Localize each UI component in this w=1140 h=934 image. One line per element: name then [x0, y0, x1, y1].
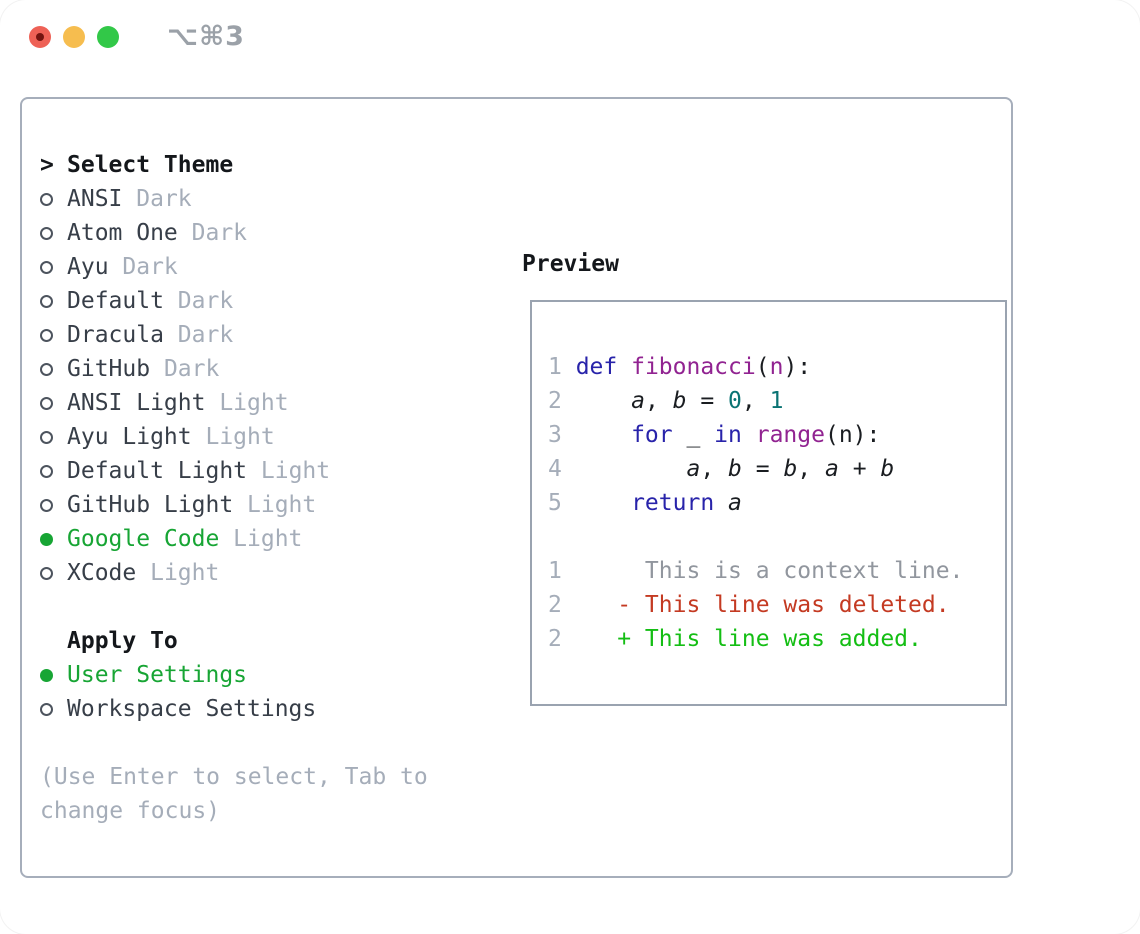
- radio-icon: [40, 532, 53, 546]
- theme-name: Google Code: [67, 526, 234, 552]
- code-line: 5 return a: [548, 486, 1005, 520]
- apply-option-name: User Settings: [67, 662, 248, 688]
- apply-to-header: Apply To: [67, 628, 178, 654]
- theme-variant: Light: [233, 526, 303, 552]
- theme-name: XCode: [67, 560, 151, 586]
- theme-variant: Dark: [122, 254, 178, 280]
- code-line: 4 a, b = b, a + b: [548, 452, 1005, 486]
- radio-icon: [40, 328, 53, 342]
- radio-icon: [40, 566, 53, 580]
- hint-text-line2: change focus): [40, 798, 221, 824]
- radio-icon: [40, 702, 53, 716]
- theme-option[interactable]: Default Dark: [40, 284, 428, 318]
- theme-option[interactable]: Atom One Dark: [40, 216, 428, 250]
- line-number: 2: [548, 592, 562, 618]
- apply-options-list: User Settings Workspace Settings: [40, 658, 428, 726]
- left-column: > Select Theme ANSI Dark Atom One Dark A…: [40, 148, 428, 828]
- apply-to-header-row: Apply To: [40, 624, 428, 658]
- theme-name: Default Light: [67, 458, 261, 484]
- line-number: 1: [548, 558, 562, 584]
- theme-variant: Light: [150, 560, 220, 586]
- radio-icon: [40, 192, 53, 206]
- theme-option[interactable]: Google Code Light: [40, 522, 428, 556]
- radio-icon: [40, 260, 53, 274]
- theme-variant: Light: [260, 458, 331, 484]
- radio-icon: [40, 362, 53, 376]
- theme-variant: Dark: [177, 322, 234, 348]
- theme-name: Atom One: [67, 220, 192, 246]
- select-theme-header: Select Theme: [67, 152, 234, 178]
- spacer: [40, 726, 428, 760]
- theme-selector-panel: > Select Theme ANSI Dark Atom One Dark A…: [20, 97, 1013, 878]
- theme-option[interactable]: ANSI Light Light: [40, 386, 428, 420]
- apply-option-name: Workspace Settings: [67, 696, 317, 722]
- theme-name: Default: [67, 288, 178, 314]
- select-theme-header-row: > Select Theme: [40, 148, 428, 182]
- line-number: 3: [548, 422, 562, 448]
- spacer: [40, 590, 428, 624]
- preview-header: Preview: [522, 251, 619, 277]
- radio-icon: [40, 226, 53, 240]
- theme-name: ANSI Light: [67, 390, 220, 416]
- theme-variant: Light: [247, 492, 317, 518]
- line-number: 2: [548, 388, 562, 414]
- code-line: 2 + This line was added.: [548, 622, 1005, 656]
- radio-icon: [40, 430, 53, 444]
- theme-option[interactable]: Ayu Light Light: [40, 420, 428, 454]
- theme-variant: Light: [219, 390, 289, 416]
- theme-name: Dracula: [67, 322, 178, 348]
- code-line: 3 for _ in range(n):: [548, 418, 1005, 452]
- radio-icon: [40, 396, 53, 410]
- hint-text-line1: (Use Enter to select, Tab to: [40, 764, 428, 790]
- theme-variant: Light: [205, 424, 275, 450]
- theme-name: GitHub Light: [67, 492, 248, 518]
- theme-option[interactable]: Dracula Dark: [40, 318, 428, 352]
- theme-variant: Dark: [136, 186, 192, 212]
- code-line: 2 a, b = 0, 1: [548, 384, 1005, 418]
- theme-name: Ayu: [67, 254, 123, 280]
- apply-option[interactable]: Workspace Settings: [40, 692, 428, 726]
- radio-icon: [40, 464, 53, 478]
- theme-variant: Dark: [191, 220, 248, 246]
- traffic-light-minimize-icon[interactable]: [63, 26, 85, 48]
- traffic-light-zoom-icon[interactable]: [97, 26, 119, 48]
- theme-option[interactable]: Ayu Dark: [40, 250, 428, 284]
- code-line: [548, 520, 1005, 554]
- theme-name: ANSI: [67, 186, 137, 212]
- theme-option[interactable]: GitHub Light Light: [40, 488, 428, 522]
- apply-option[interactable]: User Settings: [40, 658, 428, 692]
- theme-option[interactable]: XCode Light: [40, 556, 428, 590]
- line-number: 5: [548, 490, 562, 516]
- titlebar: ⌥⌘3: [29, 21, 245, 52]
- line-number: 4: [548, 456, 562, 482]
- theme-list: ANSI Dark Atom One Dark Ayu Dark Default…: [40, 182, 428, 590]
- focus-indicator: >: [40, 152, 54, 178]
- theme-name: Ayu Light: [67, 424, 206, 450]
- radio-icon: [40, 294, 53, 308]
- theme-option[interactable]: GitHub Dark: [40, 352, 428, 386]
- window-title: ⌥⌘3: [167, 21, 245, 52]
- traffic-light-close-icon[interactable]: [29, 26, 51, 48]
- radio-icon: [40, 668, 53, 682]
- line-number: 2: [548, 626, 562, 652]
- code-line: 1 This is a context line.: [548, 554, 1005, 588]
- theme-variant: Dark: [177, 288, 234, 314]
- theme-name: GitHub: [67, 356, 164, 382]
- line-number: 1: [548, 354, 562, 380]
- theme-variant: Dark: [163, 356, 220, 382]
- radio-icon: [40, 498, 53, 512]
- theme-option[interactable]: Default Light Light: [40, 454, 428, 488]
- code-line: 2 - This line was deleted.: [548, 588, 1005, 622]
- theme-option[interactable]: ANSI Dark: [40, 182, 428, 216]
